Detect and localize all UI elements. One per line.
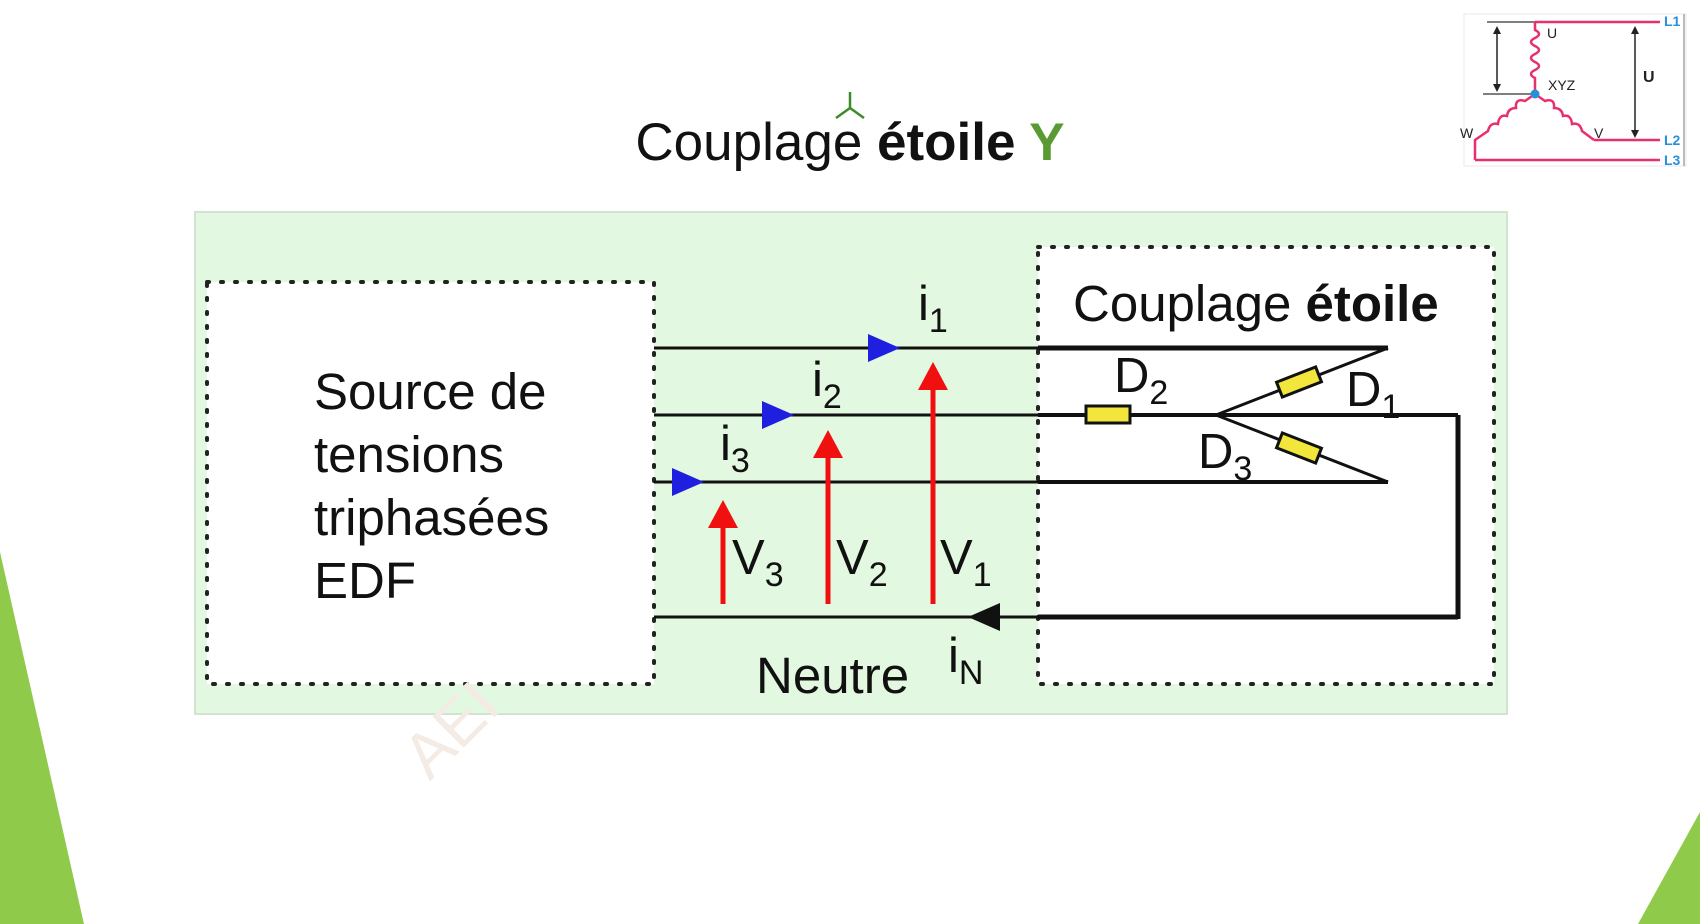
inset-label-voltage: U <box>1643 69 1655 86</box>
current-arrow-i3 <box>672 468 704 496</box>
inset-label-u-winding: U <box>1547 25 1558 41</box>
load-box <box>1036 245 1496 686</box>
current-label-i3: i3 <box>720 417 750 480</box>
slide-title: Couplage étoile Y <box>0 112 1700 173</box>
source-box <box>205 280 656 686</box>
inset-label-l1: L1 <box>1664 13 1681 29</box>
current-label-i1: i1 <box>918 277 948 340</box>
resistor-d2 <box>1084 404 1132 425</box>
deco-left-triangle <box>0 552 84 924</box>
inset-label-v-winding: V <box>1594 125 1604 141</box>
source-line: EDF <box>314 552 416 609</box>
load-label: Couplage étoile <box>1073 274 1439 333</box>
current-label-i2: i2 <box>812 353 842 416</box>
resistor-d1 <box>1274 364 1324 400</box>
voltage-arrow-v1 <box>918 362 948 604</box>
load-label-d3: D3 <box>1198 425 1253 488</box>
load-label-d2: D2 <box>1114 349 1169 412</box>
voltage-arrow-v3 <box>708 500 738 604</box>
resistor-d3 <box>1274 430 1324 466</box>
star-symbol-icon <box>835 92 865 120</box>
current-arrow-i2 <box>762 401 794 429</box>
source-line: tensions <box>314 426 504 483</box>
title-prefix: Couplage <box>635 113 878 172</box>
voltage-label-v2: V2 <box>836 531 888 594</box>
title-bold: étoile <box>877 113 1030 172</box>
inset-label-l2: L2 <box>1664 132 1681 148</box>
inset-label-l3: L3 <box>1664 152 1681 168</box>
source-line: triphasées <box>314 489 550 546</box>
voltage-label-v3: V3 <box>732 531 784 594</box>
deco-right-triangle <box>1638 812 1700 924</box>
load-label-d1: D1 <box>1346 363 1401 426</box>
inset-label-w-winding: W <box>1460 125 1474 141</box>
current-arrow-i1 <box>868 334 900 362</box>
title-symbol: Y <box>1029 113 1065 172</box>
load-label-bold: étoile <box>1305 275 1439 332</box>
inset-star-wiring <box>1463 13 1687 167</box>
source-label: Source de tensions triphasées EDF <box>314 360 634 612</box>
neutral-label: Neutre <box>756 647 910 704</box>
current-label-in: iN <box>948 629 984 692</box>
source-line: Source de <box>314 363 547 420</box>
inset-label-neutral: XYZ <box>1548 77 1576 93</box>
voltage-arrow-v2 <box>813 430 843 604</box>
voltage-label-v1: V1 <box>940 531 992 594</box>
current-arrow-in <box>968 603 1000 631</box>
load-label-prefix: Couplage <box>1073 275 1306 332</box>
